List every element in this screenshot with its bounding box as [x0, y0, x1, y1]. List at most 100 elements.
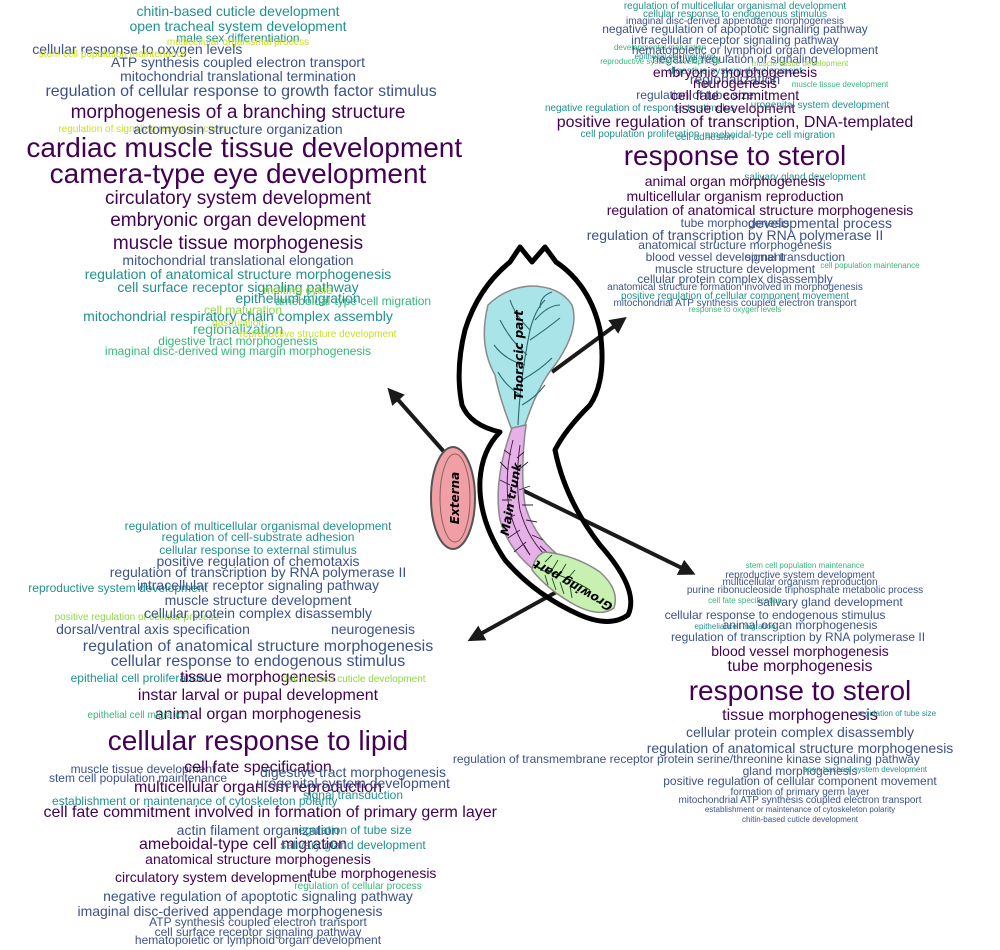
main-trunk-roots [499, 439, 551, 561]
growing-part-roots [539, 554, 591, 599]
word-term: cellular response to lipid [107, 724, 409, 756]
word-term: mitochondrial ATP synthesis coupled elec… [678, 794, 922, 806]
word-term: gastrulation [212, 317, 264, 329]
word-term: chitin-based cuticle development [741, 814, 859, 824]
word-term: cellular response to endogenous stimulus [643, 8, 827, 20]
word-term: reproductive system development [600, 56, 720, 66]
word-term: actin filament organization [176, 822, 340, 839]
word-term: cellular response to external stimulus [159, 543, 357, 558]
word-term: regulation of multicellular organismal d… [623, 0, 847, 12]
word-term: reproductive system development [725, 569, 875, 581]
word-term: regulation of anatomical structure morph… [646, 740, 954, 757]
word-term: circulatory system development [114, 869, 312, 886]
word-term: cell adhesion [675, 131, 735, 143]
word-term: muscle tissue development [70, 762, 216, 777]
thoracic-branches [493, 291, 561, 426]
word-term: establishment or maintenance of cytoskel… [52, 794, 338, 809]
word-term: tube morphogenesis [680, 216, 790, 231]
word-term: molting cycle [263, 283, 333, 298]
word-term: cell fate specification [708, 595, 782, 605]
word-term: digestive tract morphogenesis [260, 764, 446, 781]
word-term: muscle tissue morphogenesis [112, 232, 364, 254]
growing-part-region [531, 551, 617, 614]
word-term: ATP synthesis coupled electron transport [111, 54, 365, 71]
word-term: stem cell population maintenance [745, 560, 865, 570]
word-term: ameboidal-type cell migration [704, 129, 836, 141]
word-term: stem cell population maintenance [38, 48, 188, 60]
word-term: cell surface receptor signaling pathway [154, 925, 362, 940]
word-term: response to sterol [688, 674, 912, 706]
word-term: regulation of anatomical structure morph… [82, 638, 434, 656]
word-term: intracellular receptor signaling pathway [136, 577, 380, 594]
word-term: open tracheal system development [802, 764, 928, 774]
word-term: regulation of anatomical structure morph… [84, 266, 392, 283]
word-term: cellular response to oxygen levels [32, 41, 243, 58]
word-term: digestive system development [668, 65, 802, 77]
word-term: tissue development [674, 100, 796, 117]
word-term: anatomical structure morphogenesis [145, 851, 371, 868]
word-term: multicellular organism reproduction [722, 576, 878, 588]
externa-label: Externa [448, 472, 462, 524]
word-term: regulation of transcription by RNA polym… [109, 564, 407, 581]
word-term: epithelial cell proliferation [70, 671, 206, 686]
word-term: reproductive system development [28, 581, 208, 596]
word-term: animal organ morphogenesis [644, 173, 826, 190]
word-term: reproductive structure development [239, 328, 397, 340]
word-term: cell fate commitment [670, 87, 800, 104]
word-term: chitin-based cuticle development [136, 3, 340, 20]
word-term: stem cell population maintenance [48, 771, 228, 786]
word-term: regulation of cellular response to growt… [45, 83, 437, 101]
word-term: gland morphogenesis [742, 764, 858, 779]
word-term: tissue morphogenesis [722, 707, 878, 725]
word-term: animal organ morphogenesis [154, 706, 362, 724]
word-term: ATP synthesis coupled electron transport [149, 915, 367, 930]
word-term: hematopoietic or lymphoid organ developm… [631, 43, 879, 58]
word-term: animal organ morphogenesis [722, 618, 878, 633]
word-term: salivary gland development [744, 171, 866, 183]
word-term: regulation of tube size [636, 88, 754, 103]
word-term: positive regulation of chemotaxis [156, 553, 360, 570]
word-term: regulation of transcription by RNA polym… [670, 630, 926, 645]
word-term: developmental maturation [613, 42, 707, 52]
word-term: morphogenesis of a branching structure [70, 101, 406, 123]
word-term: cell population proliferation [580, 128, 700, 140]
word-term: negative regulation of apoptotic signali… [602, 22, 868, 37]
word-term: cellular protein complex disassembly [686, 724, 914, 741]
word-term: response to sterol [623, 139, 847, 171]
word-term: muscle structure development [164, 592, 352, 609]
externa-region [430, 446, 476, 550]
word-term: negative regulation of response to stimu… [544, 102, 736, 114]
word-term: positive regulation of cellular process [54, 611, 219, 623]
word-term: neurogenesis [330, 621, 416, 638]
word-term: muscle structure development [654, 262, 816, 277]
word-term: imaginal disc-derived appendage morphoge… [77, 903, 383, 920]
word-term: epithelial cell migration [694, 621, 776, 631]
word-term: negative regulation of signaling [652, 52, 818, 67]
word-term: muscle tissue development [751, 58, 849, 68]
word-term: mitochondrial translational elongation [122, 252, 354, 269]
word-term: signal transduction [744, 250, 846, 265]
word-term: male sex differentiation [176, 31, 300, 46]
word-term: negative regulation of apoptotic signali… [103, 888, 413, 905]
word-term: regulation of cellular process [294, 880, 422, 892]
word-term: embryonic organ development [110, 209, 366, 231]
word-term: anatomical structure formation involved … [607, 281, 863, 293]
word-term: positive regulation of transcription, DN… [556, 114, 914, 132]
word-term: establishment or maintenance of cytoskel… [704, 804, 896, 814]
word-term: blood vessel development [645, 250, 785, 265]
word-term: developmental process [748, 215, 892, 232]
word-term: regulation of tube size [294, 823, 412, 838]
word-term: blood vessel morphogenesis [711, 643, 889, 660]
word-term: salivary gland development [757, 595, 903, 610]
word-term: cell population maintenance [820, 260, 920, 270]
word-term: cell maturation [203, 303, 283, 318]
word-term: epithelial cell migration [87, 709, 189, 721]
word-term: regulation of multicellular organismal d… [124, 519, 392, 534]
word-term: positive regulation of cellular componen… [663, 774, 937, 789]
word-term: neurogenesis [692, 75, 778, 92]
